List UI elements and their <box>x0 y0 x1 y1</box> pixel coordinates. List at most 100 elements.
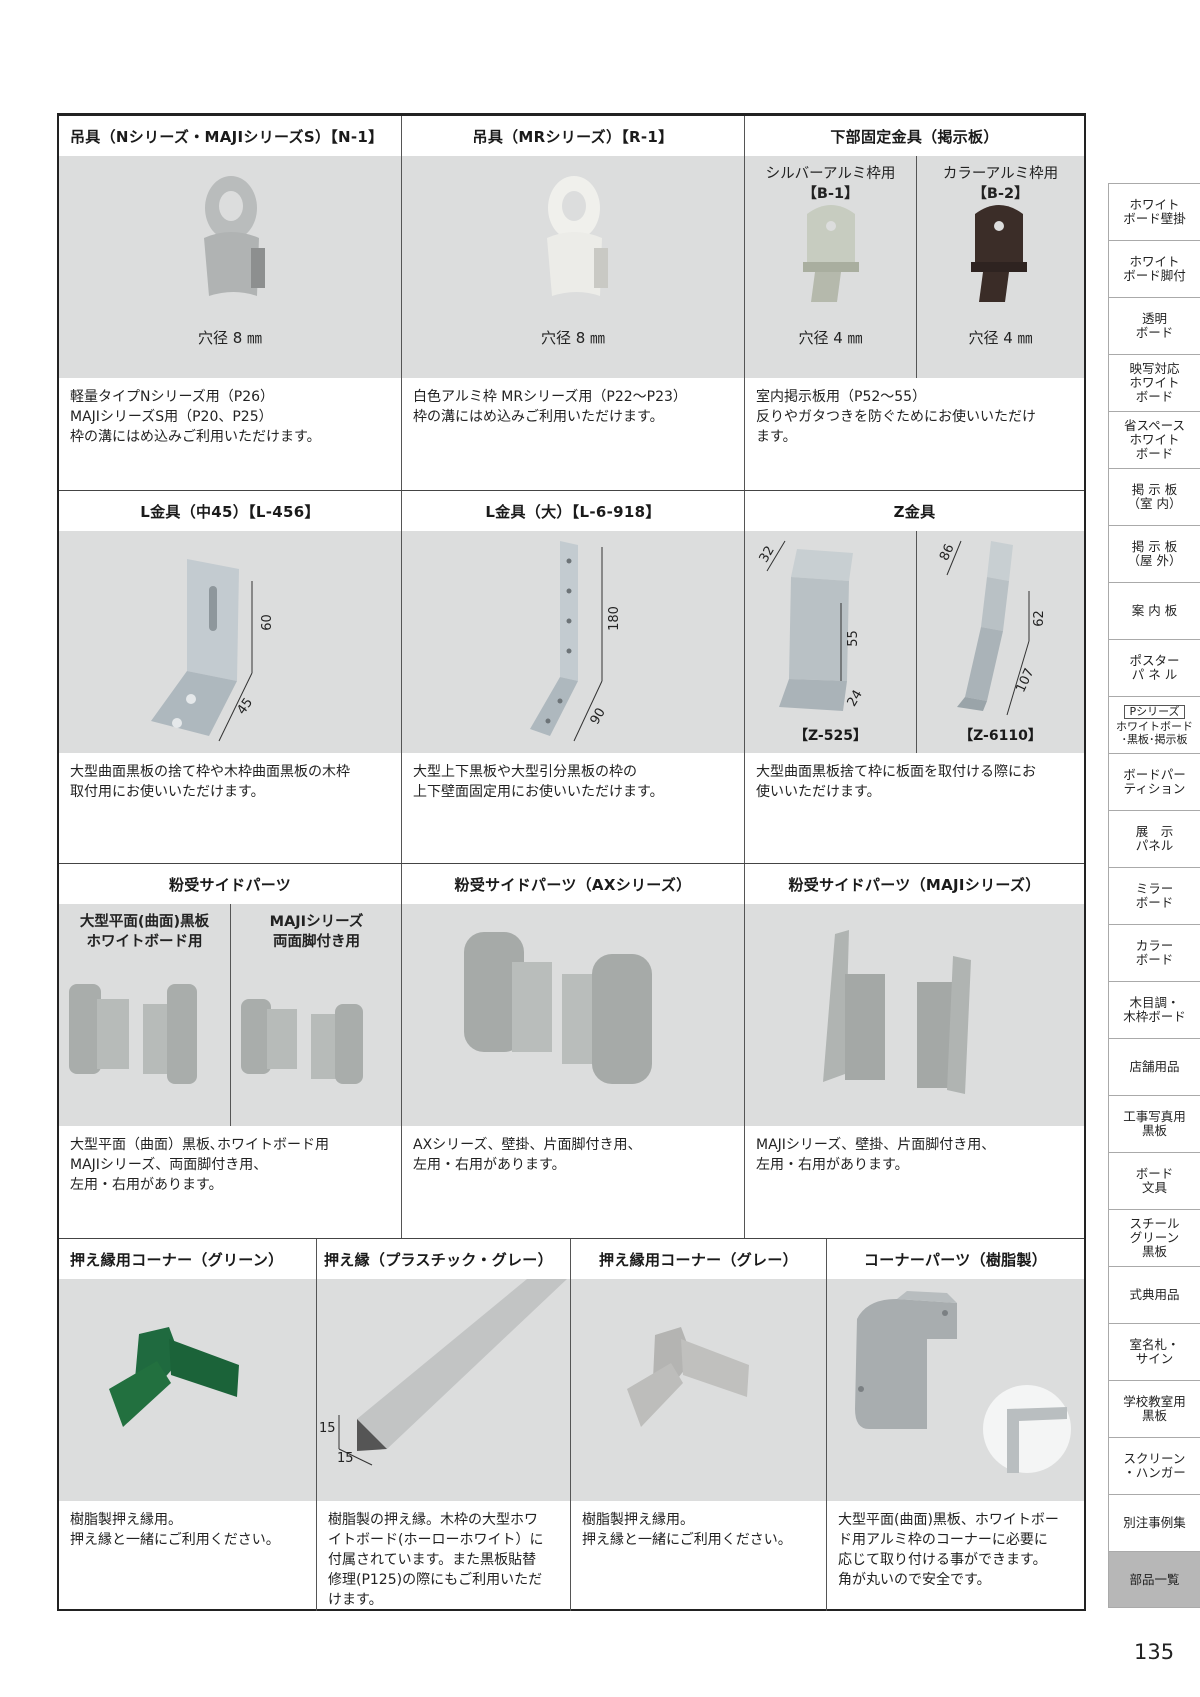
desc-line: 修理(P125)の際にもご利用いただ <box>328 1572 543 1588</box>
part-title: 押え縁（プラスチック・グレー） <box>324 1250 553 1269</box>
part-image <box>571 1279 826 1501</box>
part-cell-corner-green: 押え縁用コーナー（グリーン） 樹脂製押え縁用。 押え縁と一緒にご利用ください。 <box>59 1239 317 1611</box>
sidebar-tab-p-series[interactable]: Pシリーズ ホワイトボード ･黒板･掲示板 <box>1108 696 1200 753</box>
part-description: 樹脂製の押え縁。木枠の大型ホワ イトボード(ホーローホワイト）に 付属されていま… <box>317 1501 570 1611</box>
desc-line: 押え縁と一緒にご利用ください。 <box>70 1532 280 1548</box>
dimension-label: 180 <box>606 606 622 631</box>
hole-diameter: 穴径 4 ㎜ <box>968 329 1033 347</box>
sidebar-tab-projection-whiteboard[interactable]: 映写対応 ホワイト ボード <box>1108 354 1200 411</box>
plastic-molding-icon <box>338 1279 567 1466</box>
desc-line: ド用アルミ枠のコーナーに必要に <box>838 1532 1048 1548</box>
desc-line: 押え縁と一緒にご利用ください。 <box>582 1532 792 1548</box>
part-title: Z金具 <box>893 502 936 521</box>
parts-row-4: 押え縁用コーナー（グリーン） 樹脂製押え縁用。 押え縁と一緒にご利用ください。 … <box>59 1239 1084 1611</box>
part-description: 大型平面(曲面)黒板、ホワイトボー ド用アルミ枠のコーナーに必要に 応じて取り付… <box>827 1501 1084 1611</box>
part-description: AXシリーズ、壁掛、片面脚付き用、 左用・右用があります。 <box>402 1126 744 1238</box>
part-cell-corner-resin: コーナーパーツ（樹脂製） 大型平面(曲面)黒板、ホワイトボー ド用アルミ枠のコー… <box>827 1239 1084 1611</box>
part-code: 【Z-6110】 <box>959 728 1042 744</box>
desc-line: 大型曲面黒板の捨て枠や木枠曲面黒板の木枠 <box>70 764 350 780</box>
sidebar-tab-custom-examples[interactable]: 別注事例集 <box>1108 1494 1200 1551</box>
sidebar-tab-woodgrain-board[interactable]: 木目調・ 木枠ボード <box>1108 981 1200 1038</box>
part-image: 15 15 <box>317 1279 570 1501</box>
part-description: 樹脂製押え縁用。 押え縁と一緒にご利用ください。 <box>59 1501 316 1611</box>
sidebar-tab-color-board[interactable]: カラー ボード <box>1108 924 1200 981</box>
corner-gray-icon <box>627 1327 749 1427</box>
sidebar-tab-screen-hanger[interactable]: スクリーン ・ハンガー <box>1108 1437 1200 1494</box>
sidebar-tab-construction-photo-board[interactable]: 工事写真用 黒板 <box>1108 1095 1200 1152</box>
part-image: 大型平面(曲面)黒板 ホワイトボード用 MAJIシリーズ 両面脚付き用 <box>59 904 401 1126</box>
sidebar-tab-store-supplies[interactable]: 店舗用品 <box>1108 1038 1200 1095</box>
variant-z525: 32 55 24 【Z-525】 <box>745 531 917 753</box>
part-title: コーナーパーツ（樹脂製） <box>863 1250 1048 1269</box>
part-description: 樹脂製押え縁用。 押え縁と一緒にご利用ください。 <box>571 1501 826 1611</box>
category-sidebar: ホワイト ボード壁掛 ホワイト ボード脚付 透明 ボード 映写対応 ホワイト ボ… <box>1108 183 1200 1608</box>
z-bracket-6110-icon <box>946 540 1030 716</box>
part-image: 穴径 8 ㎜ <box>59 156 401 378</box>
sidebar-tab-guide-board[interactable]: 案 内 板 <box>1108 582 1200 639</box>
sidebar-tab-display-panel[interactable]: 展 示 パネル <box>1108 810 1200 867</box>
part-image: シルバーアルミ枠用 【B-1】 穴径 4 ㎜ カラーアルミ枠用 【B-2】 <box>745 156 1084 378</box>
desc-line: MAJIシリーズS用（P20、P25） <box>70 409 273 425</box>
part-image <box>402 904 744 1126</box>
part-image <box>745 904 1084 1126</box>
desc-line: 応じて取り付ける事ができます。 <box>838 1552 1047 1568</box>
part-title: 下部固定金具（掲示板） <box>830 127 999 146</box>
desc-line: ます。 <box>756 429 797 445</box>
part-cell-r1: 吊具（MRシリーズ）【R-1】 穴径 8 ㎜ 白色アルミ枠 MRシリーズ用（P2… <box>402 116 745 490</box>
part-cell-chalk-tray-ax: 粉受サイドパーツ（AXシリーズ） AXシリーズ、壁掛、片面脚付き用、 左用・右用… <box>402 864 745 1238</box>
sidebar-tab-transparent-board[interactable]: 透明 ボード <box>1108 297 1200 354</box>
hanger-r1-icon <box>547 176 608 296</box>
part-title: L金具（大）【L-6-918】 <box>485 502 661 521</box>
sidebar-tab-bulletin-indoor[interactable]: 掲 示 板 （室 内） <box>1108 468 1200 525</box>
sidebar-tab-board-stationery[interactable]: ボード 文具 <box>1108 1152 1200 1209</box>
side-part-pair-icon <box>241 999 363 1084</box>
sidebar-tab-whiteboard-wall[interactable]: ホワイト ボード壁掛 <box>1108 183 1200 240</box>
sidebar-tab-room-sign[interactable]: 室名札・ サイン <box>1108 1323 1200 1380</box>
sidebar-tab-mirror-board[interactable]: ミラー ボード <box>1108 867 1200 924</box>
part-cell-l456: L金具（中45）【L-456】 60 45 大型曲面黒板の捨て枠や木枠曲面黒板の… <box>59 491 402 863</box>
parts-row-2: L金具（中45）【L-456】 60 45 大型曲面黒板の捨て枠や木枠曲面黒板の… <box>59 491 1084 864</box>
desc-line: 白色アルミ枠 MRシリーズ用（P22〜P23） <box>413 389 687 405</box>
desc-line: 樹脂製押え縁用。 <box>582 1512 694 1528</box>
part-cell-l6918: L金具（大）【L-6-918】 180 90 大型上下 <box>402 491 745 863</box>
variant-b2: カラーアルミ枠用 【B-2】 穴径 4 ㎜ <box>917 156 1084 378</box>
sidebar-tab-ceremony-supplies[interactable]: 式典用品 <box>1108 1266 1200 1323</box>
part-description: 大型平面（曲面）黒板､ホワイトボード用 MAJIシリーズ、両面脚付き用、 左用・… <box>59 1126 401 1238</box>
sidebar-tab-board-partition[interactable]: ボードパー ティション <box>1108 753 1200 810</box>
desc-line: 樹脂製の押え縁。木枠の大型ホワ <box>328 1512 538 1528</box>
desc-line: 左用・右用があります。 <box>70 1177 223 1193</box>
part-image: 穴径 8 ㎜ <box>402 156 744 378</box>
part-image <box>827 1279 1084 1501</box>
sidebar-tab-poster-panel[interactable]: ポスター パ ネ ル <box>1108 639 1200 696</box>
desc-line: 大型上下黒板や大型引分黒板の枠の <box>413 764 637 780</box>
desc-line: 使いいただけます。 <box>756 784 881 800</box>
part-cell-chalk-tray-side: 粉受サイドパーツ 大型平面(曲面)黒板 ホワイトボード用 <box>59 864 402 1238</box>
side-part-ax-icon <box>464 932 652 1084</box>
part-image <box>59 1279 316 1501</box>
sidebar-tab-space-saving-whiteboard[interactable]: 省スペース ホワイト ボード <box>1108 411 1200 468</box>
p-series-label: ホワイトボード ･黒板･掲示板 <box>1116 719 1193 746</box>
parts-table: 吊具（Nシリーズ・MAJIシリーズS）【N-1】 穴径 8 ㎜ 軽量タイプNシリ… <box>57 113 1086 1611</box>
part-description: 白色アルミ枠 MRシリーズ用（P22〜P23） 枠の溝にはめ込みご利用いただけま… <box>402 378 744 490</box>
part-description: 大型上下黒板や大型引分黒板の枠の 上下壁面固定用にお使いいただけます。 <box>402 753 744 863</box>
part-image: 180 90 <box>402 531 744 753</box>
sidebar-tab-school-blackboard[interactable]: 学校教室用 黒板 <box>1108 1380 1200 1437</box>
desc-line: 大型平面(曲面)黒板、ホワイトボー <box>838 1512 1059 1528</box>
side-part-maji-icon <box>823 930 971 1094</box>
desc-line: けます。 <box>328 1592 383 1608</box>
part-image: 32 55 24 【Z-525】 86 <box>745 531 1084 753</box>
sidebar-tab-parts-list[interactable]: 部品一覧 <box>1108 1551 1200 1608</box>
part-cell-chalk-tray-maji: 粉受サイドパーツ（MAJIシリーズ） MAJIシリーズ、壁掛、片面脚付き用、 左… <box>745 864 1084 1238</box>
part-title: 吊具（MRシリーズ）【R-1】 <box>472 127 674 146</box>
variant-maji-double: MAJIシリーズ 両面脚付き用 <box>231 904 401 1126</box>
desc-line: 反りやガタつきを防ぐためにお使いいただけ <box>756 409 1036 425</box>
parts-row-1: 吊具（Nシリーズ・MAJIシリーズS）【N-1】 穴径 8 ㎜ 軽量タイプNシリ… <box>59 116 1084 491</box>
sidebar-tab-steel-green-board[interactable]: スチール グリーン 黒板 <box>1108 1209 1200 1266</box>
sidebar-tab-whiteboard-stand[interactable]: ホワイト ボード脚付 <box>1108 240 1200 297</box>
sidebar-tab-bulletin-outdoor[interactable]: 掲 示 板 （屋 外） <box>1108 525 1200 582</box>
variant-b1: シルバーアルミ枠用 【B-1】 穴径 4 ㎜ <box>745 156 917 378</box>
part-image: 60 45 <box>59 531 401 753</box>
part-title: L金具（中45）【L-456】 <box>140 502 320 521</box>
variant-label: MAJIシリーズ 両面脚付き用 <box>269 914 364 950</box>
variant-label: カラーアルミ枠用 【B-2】 <box>942 166 1059 202</box>
